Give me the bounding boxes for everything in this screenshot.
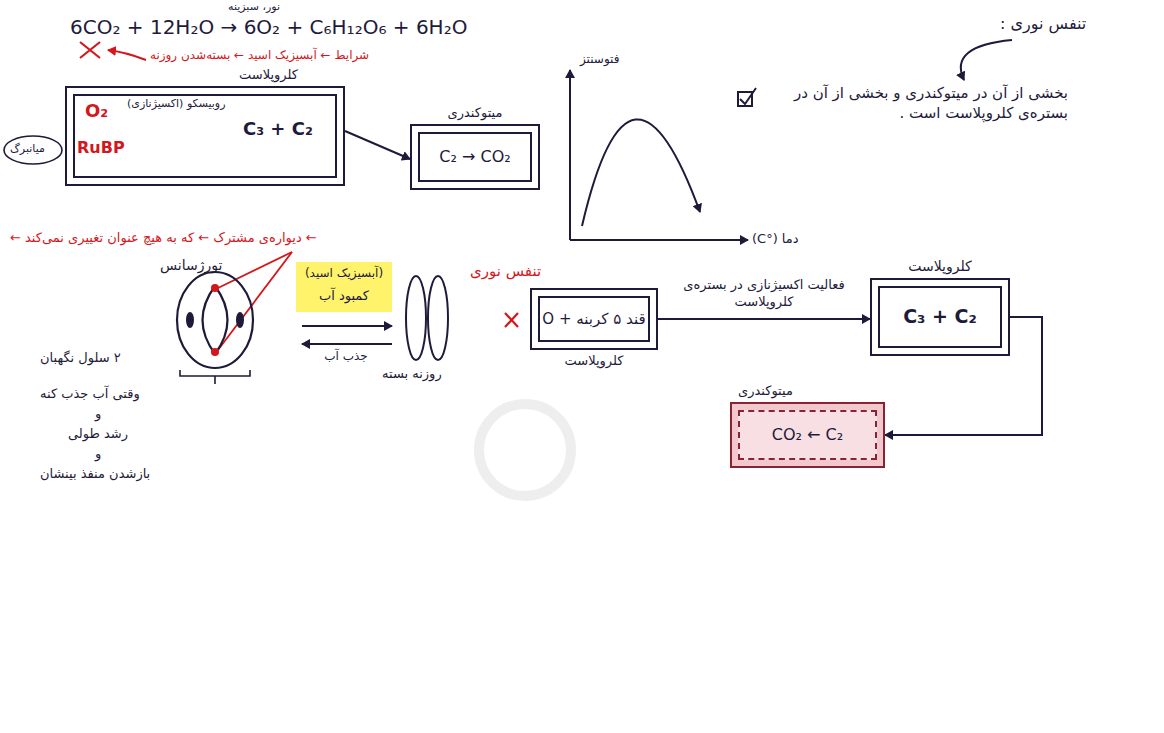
- temperature-graph: [570, 70, 748, 240]
- note-label: میانبرگ: [10, 142, 45, 156]
- note-label: شرایط ← آبسیزیک اسید ← بسته‌شدن روزنه: [150, 48, 369, 64]
- watermark-ring: [479, 404, 571, 496]
- node-text: C₃ + C₂: [903, 305, 977, 329]
- process-box: کلروپلاستO₂RuBPروبیسکو (اکسیژنازی)C₃ + C…: [65, 86, 345, 186]
- process-box: قند ۵ کربنه + Oکلروپلاست: [530, 288, 658, 350]
- node-text: کلروپلاست: [565, 353, 624, 369]
- closed-stoma: [406, 276, 448, 360]
- node-text: CO₂ ← C₂: [772, 425, 843, 445]
- red-marks: [80, 42, 146, 60]
- leader-line: [218, 252, 292, 350]
- flow-arrow: [345, 131, 410, 159]
- note-label: ۲ سلول نگهبان: [40, 350, 121, 367]
- note-label: (آبسیزیک اسید): [296, 266, 392, 282]
- note-label: و: [95, 406, 101, 423]
- note-label: تورژسانس: [160, 256, 222, 274]
- node-text: RuBP: [77, 138, 125, 158]
- note-label: و: [95, 446, 101, 463]
- note-label: 6CO₂ + 12H₂O → 6O₂ + C₆H₁₂O₆ + 6H₂O: [70, 14, 467, 40]
- node-text: C₃ + C₂: [243, 118, 313, 141]
- node-title: کلروپلاست: [239, 67, 298, 83]
- note-label: فتوسنتز: [580, 52, 619, 68]
- open-stoma: [177, 272, 253, 384]
- note-label: رشد طولی: [68, 426, 128, 443]
- note-label: روزنه بسته: [382, 366, 442, 383]
- note-label: بخشی از آن در میتوکندری و بخشی از آن در …: [758, 84, 1068, 123]
- process-box: میتوکندریCO₂ ← C₂: [730, 402, 885, 468]
- node-text: روبیسکو (اکسیژنازی): [127, 97, 225, 111]
- note-label: کمبود آب: [296, 288, 392, 305]
- node-text: O₂: [85, 100, 108, 123]
- node-title: قند ۵ کربنه + O: [542, 310, 645, 329]
- node-text: C₂ → CO₂: [439, 147, 510, 167]
- edge-label: فعالیت اکسیژنازی در بستره‌ی کلروپلاست: [659, 277, 869, 311]
- node-title: میتوکندری: [448, 105, 503, 121]
- red-cross: [505, 313, 518, 327]
- note-label: جذب آب: [305, 349, 387, 365]
- note-label: تنفس نوری: [470, 262, 541, 282]
- note-label: نور، سبزینه: [228, 0, 280, 14]
- flow-arrow: [658, 318, 870, 320]
- highlight: [296, 262, 392, 312]
- process-box: میتوکندریC₂ → CO₂: [410, 124, 540, 190]
- note-label: وقتی آب جذب کنه: [40, 386, 140, 403]
- stoma-arrows: [302, 326, 392, 344]
- note-label: بازشدن منفذ بینشان: [40, 466, 150, 483]
- circle-mark: [4, 136, 62, 164]
- node-title: میتوکندری: [738, 383, 793, 399]
- note-label: تنفس نوری :: [1000, 14, 1086, 35]
- note-label: دما (°C): [752, 231, 799, 248]
- note-label: ← دیواره‌ی مشترک ← که به هیچ عنوان تغییر…: [10, 230, 317, 247]
- node-title: کلروپلاست: [908, 258, 972, 276]
- process-box: کلروپلاستC₃ + C₂: [870, 278, 1010, 356]
